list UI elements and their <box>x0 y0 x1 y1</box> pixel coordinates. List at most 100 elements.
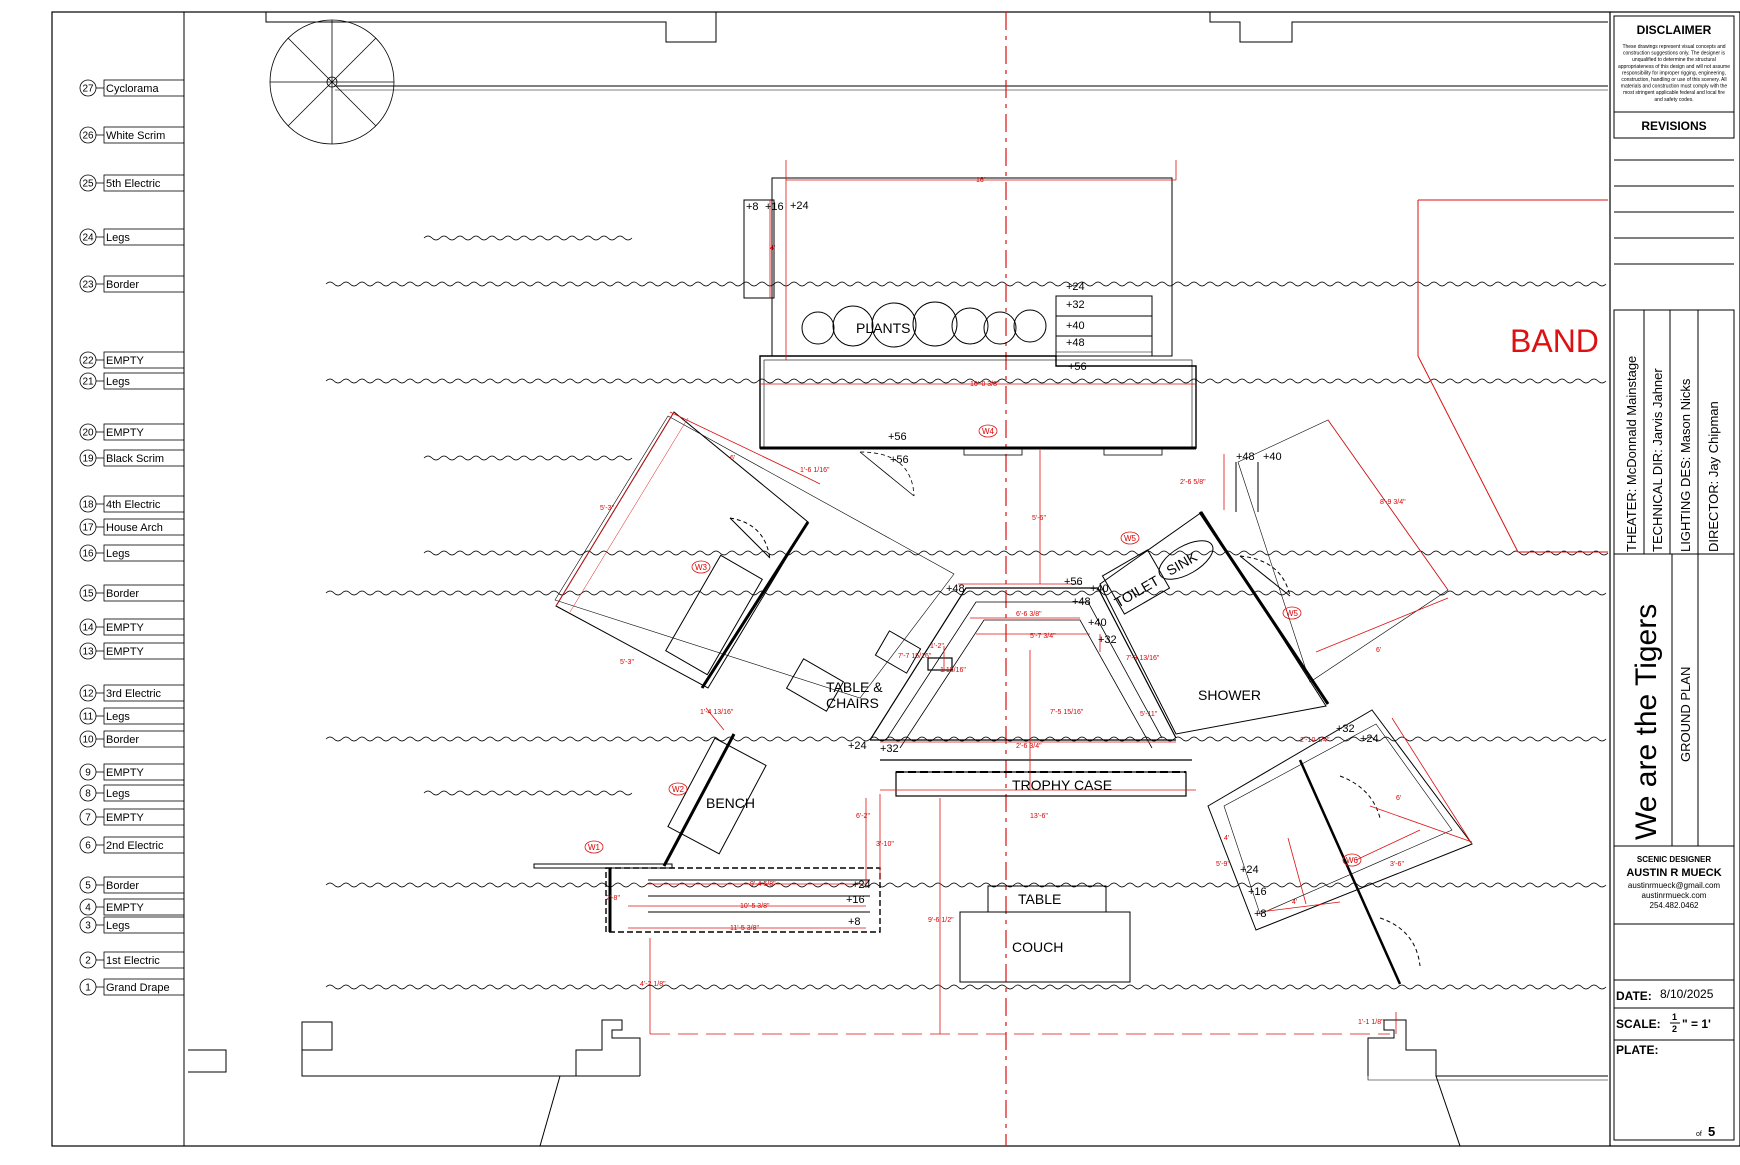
lineset-name-box <box>103 275 185 293</box>
lineset-number: 15 <box>82 589 94 600</box>
label-trophy-case: TROPHY CASE <box>1012 777 1112 793</box>
of-value: 5 <box>1708 1124 1715 1139</box>
disclaimer-line: responsibility for improper rigging, eng… <box>1622 70 1726 76</box>
wall-tag: W5 <box>1124 534 1137 543</box>
elevation-mark: +32 <box>1336 723 1355 735</box>
director-credit: DIRECTOR: Jay Chipman <box>1706 401 1721 552</box>
svg-text:1'-1 1/8": 1'-1 1/8" <box>1358 1019 1384 1026</box>
lineset-number: 23 <box>82 280 94 291</box>
soft-good-line <box>325 736 1607 742</box>
svg-text:6': 6' <box>1376 647 1381 654</box>
elevation-mark: +16 <box>846 894 865 906</box>
elevation-mark: +24 <box>1066 281 1085 293</box>
lineset-name-box <box>103 618 185 636</box>
lineset-number: 6 <box>85 841 91 852</box>
svg-text:7'-7 15/16": 7'-7 15/16" <box>898 653 932 660</box>
svg-text:2'-8": 2'-8" <box>606 895 620 902</box>
svg-text:5'-9": 5'-9" <box>1216 861 1230 868</box>
lineset-number: 1 <box>85 983 91 994</box>
svg-text:9'-4 5/8": 9'-4 5/8" <box>750 881 776 888</box>
lineset-name-box <box>103 876 185 894</box>
lineset-name-box <box>103 642 185 660</box>
lineset-number: 4 <box>85 903 91 914</box>
svg-text:11'-5 3/8": 11'-5 3/8" <box>730 925 760 932</box>
disclaimer-line: unqualified to determine the structural <box>1632 57 1716 63</box>
lineset-name-box <box>103 707 185 725</box>
scale-denominator: 2 <box>1672 1024 1677 1034</box>
soft-good-line <box>325 984 1607 990</box>
lineset-name: 4th Electric <box>106 499 161 511</box>
svg-text:6'-2": 6'-2" <box>856 813 870 820</box>
lineset-row: 15 Border <box>79 584 185 602</box>
elevation-mark: +32 <box>1066 299 1085 311</box>
lineset-name-box <box>103 978 185 996</box>
svg-text:2'-10 1/4": 2'-10 1/4" <box>1300 737 1330 744</box>
designer-email: austinrmueck@gmail.com <box>1628 881 1720 890</box>
svg-text:4'-2 1/8": 4'-2 1/8" <box>640 981 666 988</box>
svg-text:5'-3": 5'-3" <box>600 505 614 512</box>
lineset-name: EMPTY <box>106 902 145 914</box>
lineset-name: Legs <box>106 376 130 388</box>
lineset-number: 25 <box>82 179 94 190</box>
elevation-mark: +40 <box>1263 451 1282 463</box>
lineset-name-box <box>103 372 185 390</box>
elevation-mark: +24 <box>848 740 867 752</box>
elevation-mark: +48 <box>1072 596 1091 608</box>
elevation-marks: +8+16+24+24+32+40+48+56+56+56+48+40+48+5… <box>746 200 1379 928</box>
lineset-name-box <box>103 449 185 467</box>
elevation-mark: +40 <box>1090 583 1109 595</box>
svg-text:5'-3": 5'-3" <box>620 659 634 666</box>
svg-text:1 15/16": 1 15/16" <box>940 667 966 674</box>
theater-credit: THEATER: McDonnald Mainstage <box>1624 356 1639 552</box>
lineset-name-box <box>103 351 185 369</box>
lineset-number: 7 <box>85 813 91 824</box>
wall-tag-circle <box>1120 531 1140 545</box>
lineset-name: Border <box>106 588 139 600</box>
wall-tag-circle <box>1282 606 1302 620</box>
svg-text:1'-6 1/16": 1'-6 1/16" <box>800 467 830 474</box>
lineset-name-box <box>103 126 185 144</box>
lineset-number: 9 <box>85 768 91 779</box>
elevation-mark: +8 <box>848 916 861 928</box>
label-bench: BENCH <box>706 795 755 811</box>
soft-good-line <box>423 790 633 796</box>
lineset-name: Legs <box>106 711 130 723</box>
lineset-row: 23 Border <box>79 275 185 293</box>
scale-label: SCALE: <box>1616 1017 1661 1031</box>
lineset-name: Legs <box>106 548 130 560</box>
lineset-row: 4 EMPTY <box>79 898 185 916</box>
disclaimer-title: DISCLAIMER <box>1637 23 1712 37</box>
revisions-title: REVISIONS <box>1641 119 1706 133</box>
lineset-name: Border <box>106 279 139 291</box>
lineset-name: 5th Electric <box>106 178 161 190</box>
svg-text:6': 6' <box>730 455 735 462</box>
wall-tag-circle <box>978 424 998 438</box>
plate-name: GROUND PLAN <box>1678 667 1693 762</box>
show-title: We are the Tigers <box>1630 604 1663 840</box>
designer-phone: 254.482.0462 <box>1650 901 1699 910</box>
lineset-number: 26 <box>82 131 94 142</box>
lineset-name-box <box>103 763 185 781</box>
designer-name: AUSTIN R MUECK <box>1626 867 1721 879</box>
label-toilet: TOILET <box>1112 572 1163 610</box>
downstage-edge <box>188 1019 1608 1147</box>
wall-tag-circle <box>668 782 688 796</box>
soft-good-line <box>423 455 633 461</box>
upstage-door <box>859 446 1163 497</box>
soft-good-line <box>325 281 1607 287</box>
dimension-text: 16' 16'-0 3/8" 1'-6 1/16" 2'-6 5/8" 5'-6… <box>600 177 1406 1026</box>
lineset-number: 11 <box>83 712 94 723</box>
svg-text:2'-6 3/4": 2'-6 3/4" <box>1016 743 1042 750</box>
lineset-name-box <box>103 808 185 826</box>
